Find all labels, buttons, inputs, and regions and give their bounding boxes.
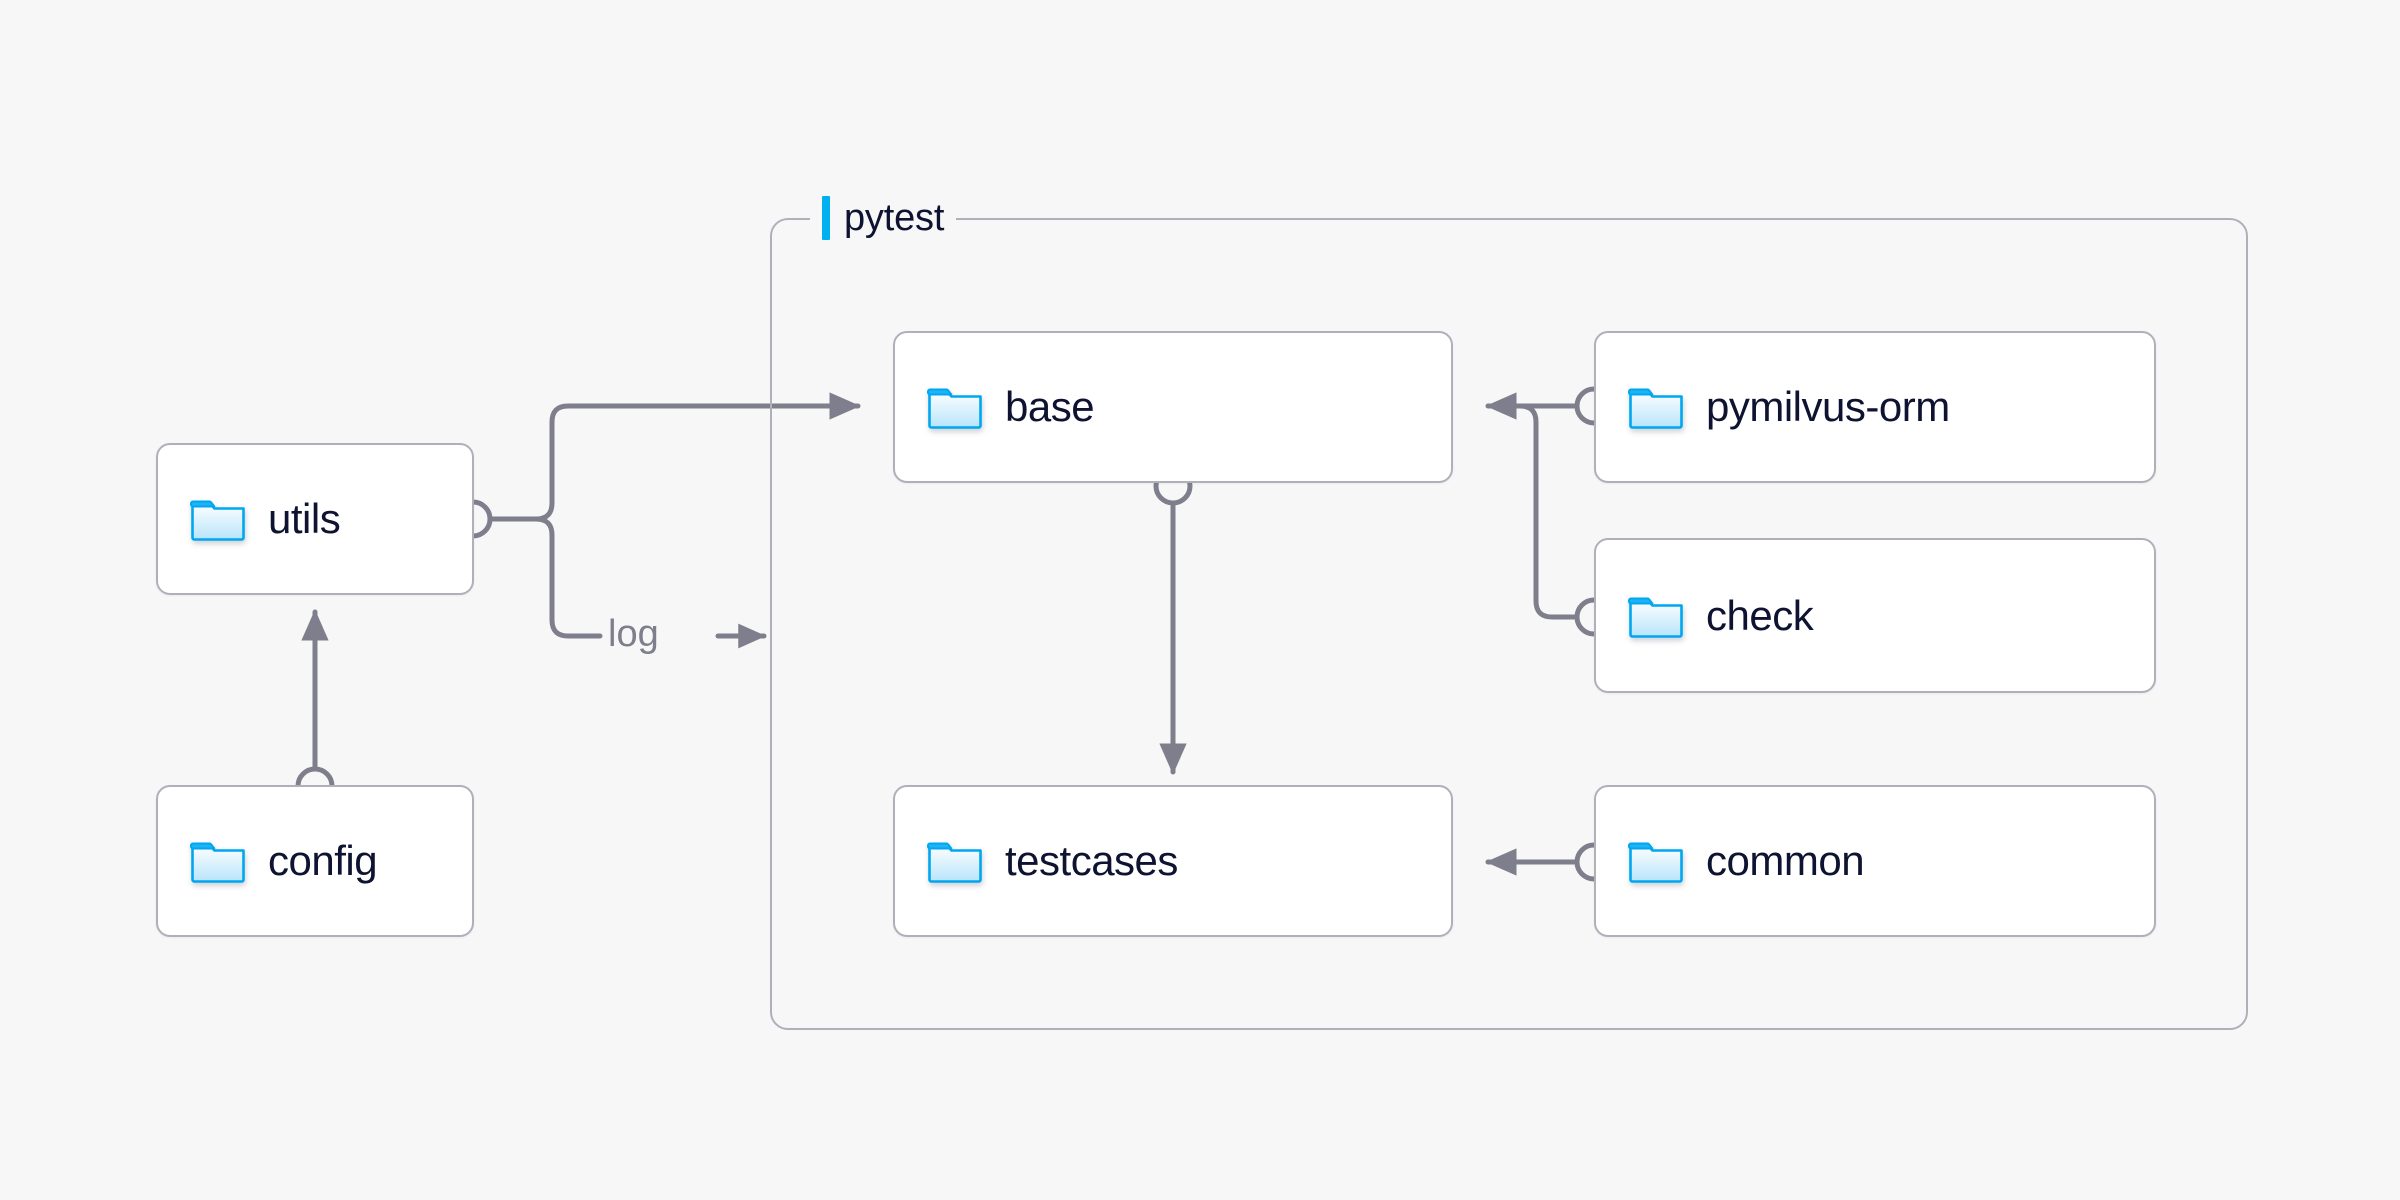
node-label: check [1706, 591, 1814, 639]
node-base[interactable]: base [893, 331, 1453, 483]
folder-icon [1628, 384, 1684, 430]
node-check[interactable]: check [1594, 538, 2156, 693]
node-label: testcases [1005, 837, 1178, 884]
node-config-content: config [158, 837, 378, 884]
group-container-pytest[interactable] [770, 218, 2248, 1030]
node-testcases[interactable]: testcases [893, 785, 1453, 937]
node-utils[interactable]: utils [156, 443, 474, 595]
folder-icon [927, 838, 983, 884]
folder-icon [190, 838, 246, 884]
node-pymilvus-orm[interactable]: pymilvus-orm [1594, 331, 2156, 483]
group-label-pytest: pytest [844, 197, 945, 239]
folder-icon [190, 496, 246, 542]
node-check-content: check [1596, 591, 1814, 639]
folder-icon [1628, 838, 1684, 884]
group-accent-bar-icon [822, 196, 830, 240]
node-label: pymilvus-orm [1706, 383, 1950, 430]
node-base-content: base [895, 383, 1095, 430]
node-label: utils [268, 495, 341, 542]
node-label: config [268, 837, 378, 884]
node-config[interactable]: config [156, 785, 474, 937]
node-common-content: common [1596, 837, 1865, 884]
node-pymilvus-orm-content: pymilvus-orm [1596, 384, 1950, 430]
node-label: common [1706, 837, 1865, 884]
folder-icon [927, 384, 983, 430]
group-header-pytest: pytest [810, 191, 957, 245]
node-utils-content: utils [158, 495, 341, 542]
edge-utils-to-pytest-log [533, 516, 603, 639]
node-testcases-content: testcases [895, 838, 1178, 884]
folder-icon [1628, 593, 1684, 639]
node-common[interactable]: common [1594, 785, 2156, 937]
edge-label-log: log [608, 613, 659, 655]
node-label: base [1005, 383, 1095, 430]
